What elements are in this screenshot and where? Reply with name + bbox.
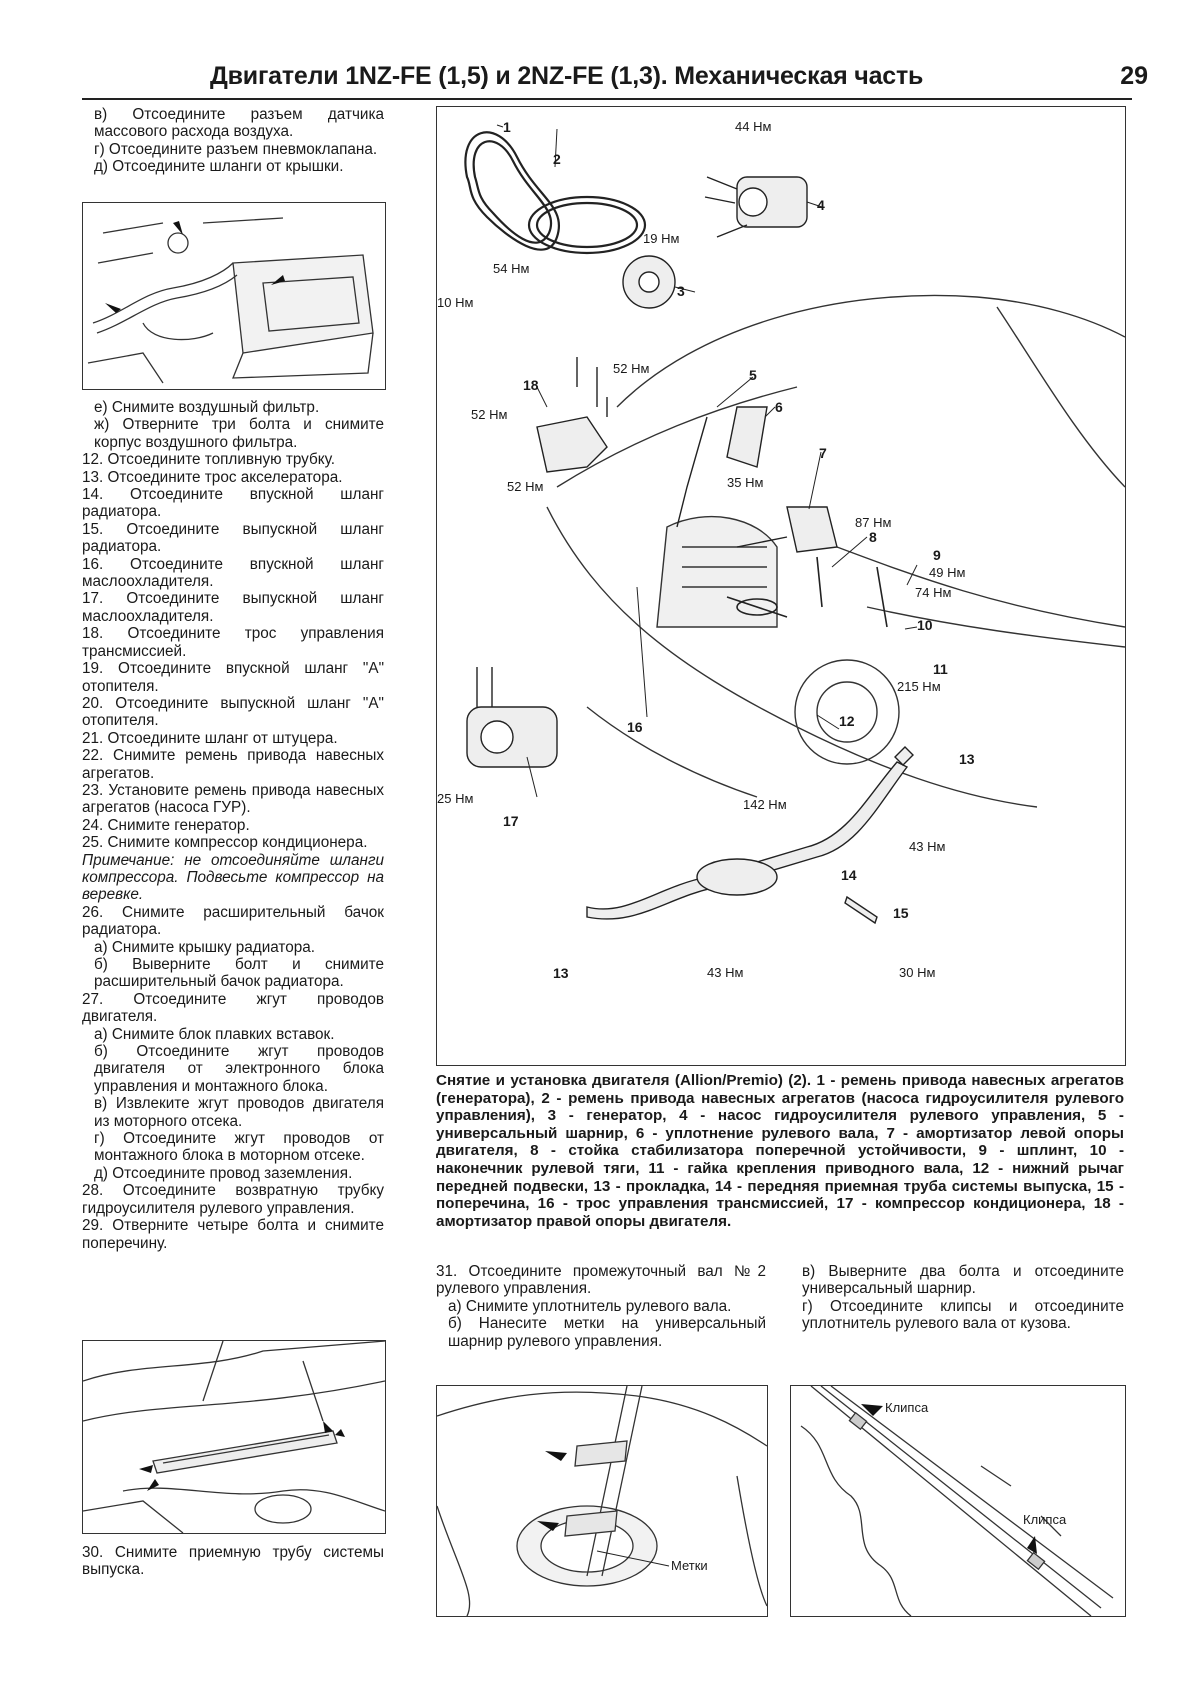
step-text: д) Отсоедините провод заземления. [94,1164,353,1182]
left-column-bottom-text: 30. Снимите приемную трубу системы выпус… [82,1544,384,1579]
step-text: 14. Отсоедините впускной шланг радиатора… [82,486,384,521]
air-filter-figure [82,202,386,390]
step-text: г) Отсоедините жгут проводов от монтажно… [94,1130,384,1165]
step-text: 27. Отсоедините жгут проводов двигателя. [82,990,384,1026]
step-text: а) Снимите уплотнитель рулевого вала. [448,1297,732,1315]
step-text: г) Отсоедините разъем пневмоклапана. [94,140,378,158]
clip-label-bottom: Клипса [1023,1512,1067,1527]
left-column-top-text: в) Отсоедините разъем датчика массового … [82,106,384,176]
torque-label: 25 Нм [437,791,474,806]
engine-exploded-illustration [464,124,1125,925]
torque-label: 30 Нм [899,965,936,980]
callout-13b: 13 [553,965,569,981]
step-text: 30. Снимите приемную трубу системы выпус… [82,1544,384,1579]
callout-3: 3 [677,283,685,299]
torque-label: 35 Нм [727,475,764,490]
callout-2: 2 [553,151,561,167]
crossmember-figure [82,1340,386,1534]
header-rule [82,98,1132,100]
torque-label: 43 Нм [909,839,946,854]
callout-6: 6 [775,399,783,415]
step-text: 23. Установите ремень привода навесных а… [82,781,384,817]
step-text: 25. Снимите компрессор кондиционера. [82,834,368,852]
marks-label: Метки [671,1558,708,1573]
step-text: е) Снимите воздушный фильтр. [94,399,320,416]
air-filter-illustration [87,217,374,384]
callout-12: 12 [839,713,855,729]
callout-15: 15 [893,905,909,921]
step-text: а) Снимите блок плавких вставок. [94,1025,335,1043]
step-text: б) Выверните болт и снимите расширительн… [94,956,384,991]
callout-9: 9 [933,547,941,563]
torque-label: 44 Нм [735,119,772,134]
page-number: 29 [1120,62,1148,90]
step-text: в) Извлеките жгут проводов двигателя из … [94,1095,384,1130]
step-text: 16. Отсоедините впускной шланг маслоохла… [82,555,384,591]
step-text: 29. Отверните четыре болта и снимите поп… [82,1217,384,1252]
step-text: 15. Отсоедините выпускной шланг радиатор… [82,520,384,556]
step-text: 31. Отсоедините промежуточный вал №2 рул… [436,1263,766,1298]
callout-5: 5 [749,367,757,383]
step-text: д) Отсоедините шланги от крышки. [94,158,344,176]
step-text: 21. Отсоедините шланг от штуцера. [82,729,338,747]
step-text: 13. Отсоедините трос акселератора. [82,468,343,486]
step-text: 28. Отсоедините возвратную трубку гидроу… [82,1182,384,1217]
step-text: б) Отсоедините жгут проводов двигателя о… [94,1043,384,1095]
universal-joint-illustration [437,1386,767,1616]
torque-label: 43 Нм [707,965,744,980]
torque-label: 52 Нм [507,479,544,494]
step-text: а) Снимите крышку радиатора. [94,938,316,956]
torque-label: 19 Нм [643,231,680,246]
step-text: в) Выверните два болта и отсоедините уни… [802,1263,1124,1298]
torque-label: 49 Нм [929,565,966,580]
callout-1: 1 [503,119,511,135]
callout-17: 17 [503,813,519,829]
step-text: г) Отсоедините клипсы и отсоедините упло… [802,1297,1124,1333]
universal-joint-figure: Метки [436,1385,768,1617]
callout-7: 7 [819,445,827,461]
torque-label: 52 Нм [613,361,650,376]
step-text: 18. Отсоедините трос управления трансмис… [82,625,384,660]
step-text: 22. Снимите ремень привода навесных агре… [82,747,384,782]
step-text: 17. Отсоедините выпускной шланг маслоохл… [82,590,384,625]
callout-4: 4 [817,197,825,213]
engine-removal-figure: 1 2 3 4 5 6 7 8 9 10 11 12 13 13 14 15 1… [436,106,1126,1066]
torque-label: 54 Нм [493,261,530,276]
callout-13a: 13 [959,751,975,767]
step-text: в) Отсоедините разъем датчика массового … [94,106,384,141]
callout-16: 16 [627,719,643,735]
note-text: Примечание: не отсоединяйте шланги компр… [82,851,384,904]
callout-18: 18 [523,377,539,393]
callout-10: 10 [917,617,933,633]
right-column-text: в) Выверните два болта и отсоедините уни… [790,1263,1124,1333]
steering-seal-clips-figure: Клипса Клипса [790,1385,1126,1617]
torque-label: 142 Нм [743,797,787,812]
torque-label: 87 Нм [855,515,892,530]
page-header-title: Двигатели 1NZ-FE (1,5) и 2NZ-FE (1,3). М… [210,62,924,90]
callout-11: 11 [933,661,948,677]
clip-label-top: Клипса [885,1400,929,1415]
step-text: 20. Отсоедините выпускной шланг "А" отоп… [82,694,384,730]
left-column-main-text: е) Снимите воздушный фильтр. ж) Отвернит… [82,399,384,1252]
step-text: 19. Отсоедините впускной шланг "А" отопи… [82,660,384,695]
step-text: 26. Снимите расширительный бачок радиато… [82,903,384,939]
crossmember-illustration [83,1341,385,1533]
callout-8: 8 [869,529,877,545]
callout-14: 14 [841,867,857,883]
step-text: б) Нанесите метки на универсальный шарни… [448,1315,766,1350]
figure-caption: Снятие и установка двигателя (Allion/Pre… [436,1072,1124,1230]
step-text: 12. Отсоедините топливную трубку. [82,451,335,469]
torque-label: 215 Нм [897,679,941,694]
torque-label: 52 Нм [471,407,508,422]
step-text: ж) Отверните три болта и снимите корпус … [94,416,384,451]
torque-label: 10 Нм [437,295,474,310]
steering-seal-clips-illustration [800,1386,1114,1616]
torque-label: 74 Нм [915,585,952,600]
middle-column-text: 31. Отсоедините промежуточный вал №2 рул… [436,1263,766,1350]
step-text: 24. Снимите генератор. [82,816,250,834]
